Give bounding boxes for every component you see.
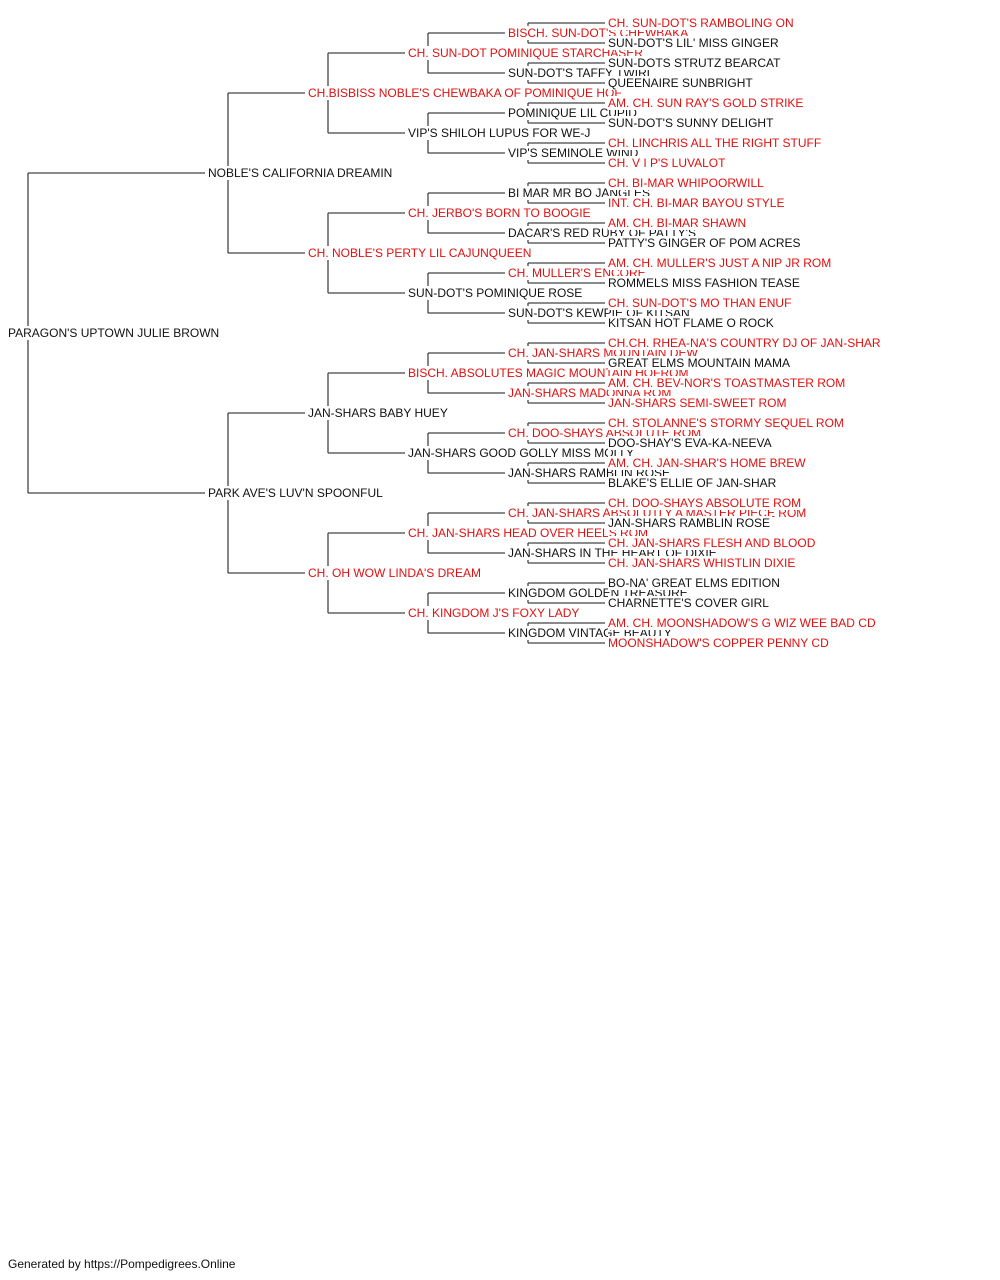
ancestor-name: CH. SUN-DOT'S MO THAN ENUF xyxy=(608,296,794,310)
ancestor-name: CH. V I P'S LUVALOT xyxy=(608,156,728,170)
ancestor-name: CH. SUN-DOT'S RAMBOLING ON xyxy=(608,16,796,30)
ancestor-name: CHARNETTE'S COVER GIRL xyxy=(608,596,771,610)
ancestor-name: CH. JAN-SHARS WHISTLIN DIXIE xyxy=(608,556,798,570)
ancestor-name: BO-NA' GREAT ELMS EDITION xyxy=(608,576,782,590)
ancestor-name: ROMMELS MISS FASHION TEASE xyxy=(608,276,802,290)
ancestor-name: SUN-DOT'S LIL' MISS GINGER xyxy=(608,36,781,50)
ancestor-name: CH. STOLANNE'S STORMY SEQUEL ROM xyxy=(608,416,846,430)
ancestor-name: CH. JAN-SHARS HEAD OVER HEELS ROM xyxy=(408,526,651,540)
ancestor-name: CH. SUN-DOT POMINIQUE STARCHASER xyxy=(408,46,645,60)
ancestor-name: INT. CH. BI-MAR BAYOU STYLE xyxy=(608,196,787,210)
ancestor-name: AM. CH. JAN-SHAR'S HOME BREW xyxy=(608,456,808,470)
ancestor-name: MOONSHADOW'S COPPER PENNY CD xyxy=(608,636,831,650)
ancestor-name: BLAKE'S ELLIE OF JAN-SHAR xyxy=(608,476,779,490)
ancestor-name: VIP'S SHILOH LUPUS FOR WE-J xyxy=(408,126,593,140)
ancestor-name: JAN-SHARS GOOD GOLLY MISS MOLLY xyxy=(408,446,637,460)
ancestor-name: NOBLE'S CALIFORNIA DREAMIN xyxy=(208,166,395,180)
ancestor-name: AM. CH. MULLER'S JUST A NIP JR ROM xyxy=(608,256,834,270)
ancestor-name: PATTY'S GINGER OF POM ACRES xyxy=(608,236,803,250)
ancestor-name: CH. LINCHRIS ALL THE RIGHT STUFF xyxy=(608,136,824,150)
ancestor-name: CH.BISBISS NOBLE'S CHEWBAKA OF POMINIQUE… xyxy=(308,86,624,100)
ancestor-name: GREAT ELMS MOUNTAIN MAMA xyxy=(608,356,793,370)
ancestor-name: JAN-SHARS RAMBLIN ROSE xyxy=(608,516,773,530)
ancestor-name: QUEENAIRE SUNBRIGHT xyxy=(608,76,755,90)
ancestor-name: CH. JERBO'S BORN TO BOOGIE xyxy=(408,206,593,220)
ancestor-name: SUN-DOTS STRUTZ BEARCAT xyxy=(608,56,783,70)
ancestor-name: KITSAN HOT FLAME O ROCK xyxy=(608,316,776,330)
ancestor-name: SUN-DOT'S POMINIQUE ROSE xyxy=(408,286,585,300)
ancestor-name: POMINIQUE LIL CUPID xyxy=(508,106,639,120)
ancestor-name: CH. BI-MAR WHIPOORWILL xyxy=(608,176,766,190)
ancestor-name: AM. CH. SUN RAY'S GOLD STRIKE xyxy=(608,96,806,110)
ancestor-name: DOO-SHAY'S EVA-KA-NEEVA xyxy=(608,436,774,450)
ancestor-name: AM. CH. BEV-NOR'S TOASTMASTER ROM xyxy=(608,376,848,390)
ancestor-name: AM. CH. BI-MAR SHAWN xyxy=(608,216,749,230)
ancestor-name: CH. NOBLE'S PERTY LIL CAJUNQUEEN xyxy=(308,246,534,260)
generated-by-footer: Generated by https://Pompedigrees.Online xyxy=(8,1257,236,1271)
ancestor-name: JAN-SHARS BABY HUEY xyxy=(308,406,450,420)
ancestor-name: CH. DOO-SHAYS ABSOLUTE ROM xyxy=(608,496,804,510)
ancestor-name: SUN-DOT'S SUNNY DELIGHT xyxy=(608,116,776,130)
ancestor-name: CH.CH. RHEA-NA'S COUNTRY DJ OF JAN-SHAR xyxy=(608,336,883,350)
ancestor-name: AM. CH. MOONSHADOW'S G WIZ WEE BAD CD xyxy=(608,616,878,630)
subject-dog-name: PARAGON'S UPTOWN JULIE BROWN xyxy=(8,326,222,340)
ancestor-name: PARK AVE'S LUV'N SPOONFUL xyxy=(208,486,385,500)
ancestor-name: CH. JAN-SHARS FLESH AND BLOOD xyxy=(608,536,818,550)
ancestor-name: VIP'S SEMINOLE WIND xyxy=(508,146,641,160)
ancestor-name: CH. OH WOW LINDA'S DREAM xyxy=(308,566,483,580)
ancestor-name: JAN-SHARS SEMI-SWEET ROM xyxy=(608,396,789,410)
ancestor-name: CH. KINGDOM J'S FOXY LADY xyxy=(408,606,582,620)
